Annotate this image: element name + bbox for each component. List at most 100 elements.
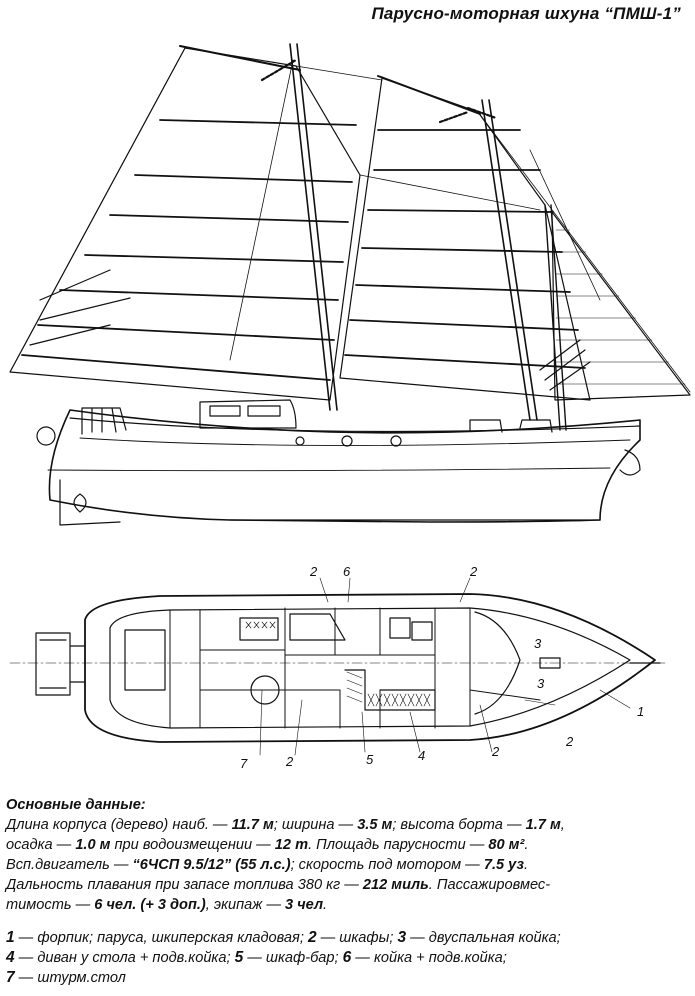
berth-6: [289, 613, 346, 641]
mizzen-spar: [544, 204, 567, 431]
foresail: [9, 47, 361, 401]
sail-batten: [349, 319, 579, 331]
hatch-mark: [423, 693, 431, 707]
sail-seams: [555, 229, 686, 385]
specs-block: Основные данные: Длина корпуса (дерево) …: [6, 795, 692, 915]
sail-batten: [361, 247, 563, 253]
label-top-1: 2: [309, 564, 318, 579]
hatch-mark: [269, 621, 276, 629]
plan-labels: 2 6 2 3 3 1 2 7 2 5 4 2: [240, 564, 644, 771]
legend-block: 1 — форпик; паруса, шкиперская кладовая;…: [6, 928, 692, 988]
hatch-mark: [383, 693, 391, 707]
foremast: [289, 43, 338, 411]
fore-yard: [179, 45, 301, 71]
hatch-mark: [367, 693, 375, 707]
length-value: 11.7 м: [231, 817, 274, 833]
specs-line-3: Всп.двигатель — “6ЧСП 9.5/12” (55 л.с.);…: [6, 857, 528, 873]
sail-batten: [109, 214, 349, 223]
draft-value: 1.0 м: [75, 837, 111, 853]
hatch-mark: [399, 693, 407, 707]
label-bottom-4: 4: [418, 748, 425, 763]
schooner-drawing: 2 6 2 3 3 1 2 7 2 5 4 2: [9, 43, 691, 771]
crew-value: 3 чел: [284, 897, 324, 913]
specs-line-2: осадка — 1.0 м при водоизмещении — 12 т.…: [6, 837, 529, 853]
engine-power-value: (55 л.с.): [231, 857, 291, 873]
depth-value: 1.7 м: [525, 817, 561, 833]
label-bottom-2: 2: [285, 754, 294, 769]
galley-stove: [239, 617, 279, 641]
porthole: [341, 435, 353, 447]
specs-line-4: Дальность плавания при запасе топлива 38…: [6, 877, 551, 893]
hatch-mark: [391, 693, 399, 707]
sail-batten: [367, 209, 554, 213]
sail-batten: [59, 289, 339, 301]
hatch-mark: [415, 693, 423, 707]
rubbing-strake: [79, 437, 631, 446]
legend-line-2: 4 — диван у стола + подв.койка; 5 — шкаф…: [6, 949, 507, 966]
forward-berths: [474, 611, 521, 715]
label-leaders: [259, 577, 631, 756]
sink: [389, 617, 433, 641]
bulkheads: [169, 607, 541, 729]
boom-arms: [29, 269, 131, 346]
mainmast: [481, 99, 538, 421]
hatch-mark: [261, 621, 268, 629]
specs-line-1: Длина корпуса (дерево) наиб. — 11.7 м; ш…: [6, 817, 565, 833]
stern-fitting: [35, 632, 86, 696]
range-value: 212 миль: [362, 877, 429, 893]
hatch-mark: [346, 695, 363, 703]
hatch-mark: [346, 671, 363, 679]
porthole: [295, 436, 305, 446]
seat-hatching: [245, 621, 431, 707]
bow-pulpit: [469, 419, 553, 433]
hatch-mark: [253, 621, 260, 629]
extra-passengers-value: (+ 3 доп.): [136, 897, 206, 913]
label-top-3: 2: [469, 564, 478, 579]
rudder: [73, 493, 87, 513]
sofa: [344, 669, 436, 711]
label-top-2: 6: [343, 564, 351, 579]
sail-area-value: 80 м²: [488, 837, 525, 853]
specs-line-5: тимость — 6 чел. (+ 3 доп.), экипаж — 3 …: [6, 897, 328, 913]
sail-batten: [84, 254, 344, 263]
label-bottom-1: 7: [240, 756, 248, 771]
sail-batten: [21, 354, 331, 381]
label-bottom-3: 5: [366, 752, 374, 767]
plan-hull-inner: [109, 607, 631, 729]
passengers-value: 6 чел.: [94, 897, 137, 913]
waterline: [47, 467, 611, 472]
hatch-mark: [407, 693, 415, 707]
hatch-mark: [346, 687, 363, 695]
hatch-mark: [346, 679, 363, 687]
sail-batten: [159, 119, 357, 126]
page-title: Парусно-моторная шхуна “ПМШ-1”: [371, 4, 681, 23]
label-right-3: 1: [637, 704, 644, 719]
chain-locker: [539, 657, 561, 669]
label-right-2: 3: [537, 676, 545, 691]
ladder-rungs: [539, 339, 591, 391]
keel: [59, 479, 601, 526]
sail-batten: [344, 354, 586, 369]
porthole: [390, 435, 402, 447]
beam-value: 3.5 м: [357, 817, 393, 833]
deckhouse-windows: [209, 405, 281, 417]
hatch-mark: [245, 621, 252, 629]
plan-view: [9, 593, 666, 743]
displacement-value: 12 т: [274, 837, 309, 853]
speed-value: 7.5 уз: [483, 857, 524, 873]
sail-batten: [355, 284, 571, 293]
lifebuoy: [36, 426, 56, 446]
hatch-mark: [375, 693, 383, 707]
engine-value: “6ЧСП 9.5/12”: [132, 857, 232, 873]
specs-heading: Основные данные:: [6, 797, 146, 813]
deckhouse: [199, 399, 297, 429]
legend-line-3: 7 — штурм.стол: [6, 969, 126, 986]
bow-ornament: [619, 449, 641, 476]
cockpit: [124, 629, 166, 691]
plan-hull-outer: [84, 593, 656, 743]
rigging: [9, 47, 691, 393]
label-right-1: 3: [534, 636, 542, 651]
table-round: [250, 675, 280, 705]
stern-pulpit: [81, 407, 127, 435]
mast-chain: [260, 58, 498, 124]
